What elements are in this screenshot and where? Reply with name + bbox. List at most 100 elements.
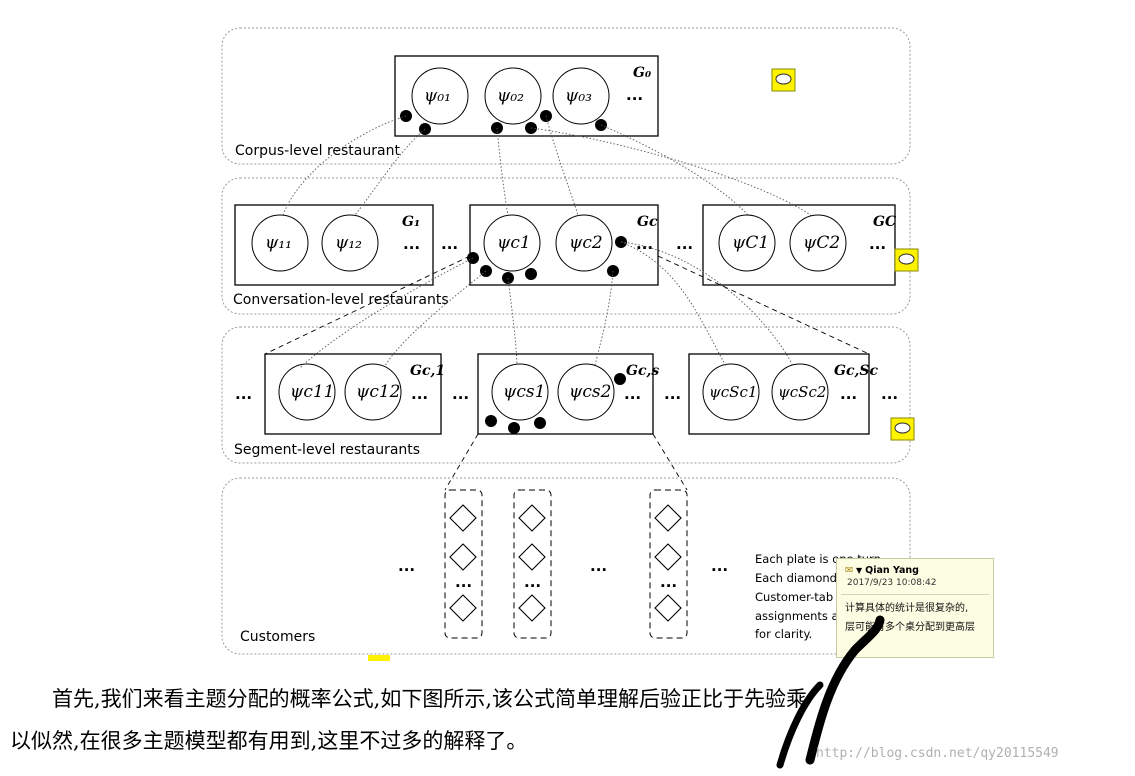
comment-line-1: 计算具体的统计是很复杂的, xyxy=(845,603,969,614)
customer-diamond xyxy=(449,543,477,571)
customer-dot xyxy=(491,122,503,134)
dropdown-arrow-icon[interactable]: ▼ xyxy=(855,566,863,575)
gcs-inner-ellipsis: ... xyxy=(624,385,641,403)
link-line xyxy=(594,270,614,366)
gC-label: GC xyxy=(873,214,896,230)
customers-note-line5: for clarity. xyxy=(755,627,812,641)
g1-inner-ellipsis: ... xyxy=(403,235,420,253)
conversation-level-label: Conversation-level restaurants xyxy=(233,292,449,308)
customer-diamond xyxy=(654,504,682,532)
gc1-inner-ellipsis: ... xyxy=(411,385,428,403)
conv-ellipsis-1: ... xyxy=(441,235,458,253)
psic11-label: ψc11 xyxy=(290,382,334,402)
customers-label: Customers xyxy=(240,629,315,645)
psicSc2-label: ψcSc2 xyxy=(778,383,826,401)
psi12-label: ψ₁₂ xyxy=(335,233,362,253)
table-psicSc2 xyxy=(771,363,829,421)
comment-marker-icon[interactable] xyxy=(894,248,919,272)
customer-diamond xyxy=(654,594,682,622)
table-psics2 xyxy=(557,363,615,421)
customer-dot xyxy=(614,373,626,385)
comment-bubble-icon: ✉ xyxy=(845,565,853,576)
g0-label: G₀ xyxy=(633,65,651,81)
gcSc-label: Gc,Sc xyxy=(834,363,878,379)
seg-ellipsis-1: ... xyxy=(452,385,469,403)
link-line xyxy=(530,127,813,217)
customer-column-2 xyxy=(513,489,552,639)
expand-line xyxy=(444,433,479,491)
seg-ellipsis-left: ... xyxy=(235,385,252,403)
segment-level-label: Segment-level restaurants xyxy=(234,442,420,458)
table-psic2 xyxy=(555,214,613,272)
customer-column-3 xyxy=(649,489,688,639)
psics2-label: ψcs2 xyxy=(569,382,611,402)
table-psi03 xyxy=(552,67,610,125)
psic12-label: ψc12 xyxy=(356,382,400,402)
comment-marker-icon[interactable] xyxy=(890,417,915,441)
comment-author: Qian Yang xyxy=(865,565,919,576)
table-psi02 xyxy=(484,67,542,125)
segment-level-group xyxy=(221,326,911,464)
table-psic12 xyxy=(344,363,402,421)
article-paragraph-line2: 以似然,在很多主题模型都有用到,这里不过多的解释了。 xyxy=(10,729,528,753)
conv-ellipsis-2: ... xyxy=(676,235,693,253)
table-psicSc1 xyxy=(702,363,760,421)
link-line xyxy=(545,115,579,216)
psic1-label: ψc1 xyxy=(497,233,531,253)
customers-note-line3: Customer-tab xyxy=(755,590,833,604)
corpus-level-label: Corpus-level restaurant xyxy=(235,143,400,159)
customer-column-1 xyxy=(444,489,483,639)
expand-line xyxy=(657,255,870,355)
comment-line-2: 层可能有多个桌分配到更高层 xyxy=(845,622,975,633)
table-psics1 xyxy=(491,363,549,421)
conversation-level-group xyxy=(221,177,911,315)
table-psic1 xyxy=(483,214,541,272)
customers-note-line2: Each diamond xyxy=(755,571,837,585)
customer-diamond xyxy=(518,504,546,532)
comment-date: 2017/9/23 10:08:42 xyxy=(847,578,937,588)
gc1-label: Gc,1 xyxy=(410,363,445,379)
article-paragraph-line1: 首先,我们来看主题分配的概率公式,如下图所示,该公式简单理解后验正比于先验乘 xyxy=(52,687,808,711)
comment-divider xyxy=(841,594,989,595)
psi03-label: ψ₀₃ xyxy=(565,86,592,106)
seg-ellipsis-2: ... xyxy=(664,385,681,403)
comment-marker-icon[interactable] xyxy=(771,68,796,92)
psicSc1-label: ψcSc1 xyxy=(709,383,757,401)
customers-ellipsis-3: ... xyxy=(711,557,728,575)
customer-dot xyxy=(525,268,537,280)
psiC2-label: ψC2 xyxy=(803,233,840,253)
gc-inner-ellipsis: ... xyxy=(636,235,653,253)
table-psiC2 xyxy=(789,214,847,272)
customer-dot xyxy=(485,415,497,427)
gc-label: Gc xyxy=(637,214,658,230)
g0-ellipsis: ... xyxy=(626,86,643,104)
customers-ellipsis-2: ... xyxy=(590,557,607,575)
psi02-label: ψ₀₂ xyxy=(497,86,524,106)
watermark-logo xyxy=(776,615,885,769)
col2-ellipsis: ... xyxy=(524,573,541,591)
expand-line xyxy=(264,255,471,355)
psiC1-label: ψC1 xyxy=(732,233,769,253)
customer-diamond xyxy=(518,594,546,622)
customers-note-line4: assignments a xyxy=(755,609,839,623)
comment-header: ✉ ▼ Qian Yang xyxy=(837,559,993,576)
link-line xyxy=(620,241,727,367)
psi11-label: ψ₁₁ xyxy=(265,233,292,253)
link-line xyxy=(507,277,518,366)
table-psi01 xyxy=(411,67,469,125)
table-psiC1 xyxy=(718,214,776,272)
link-line xyxy=(354,128,426,216)
customer-dot xyxy=(534,417,546,429)
expand-line xyxy=(652,433,688,491)
customer-diamond xyxy=(518,543,546,571)
comment-marker-icon[interactable] xyxy=(368,655,390,661)
table-psi12 xyxy=(321,214,379,272)
link-line xyxy=(496,127,509,216)
customers-group xyxy=(221,477,911,655)
link-line xyxy=(600,124,749,216)
customers-ellipsis-1: ... xyxy=(398,557,415,575)
customer-diamond xyxy=(449,504,477,532)
col1-ellipsis: ... xyxy=(455,573,472,591)
gcSc-inner-ellipsis: ... xyxy=(840,385,857,403)
